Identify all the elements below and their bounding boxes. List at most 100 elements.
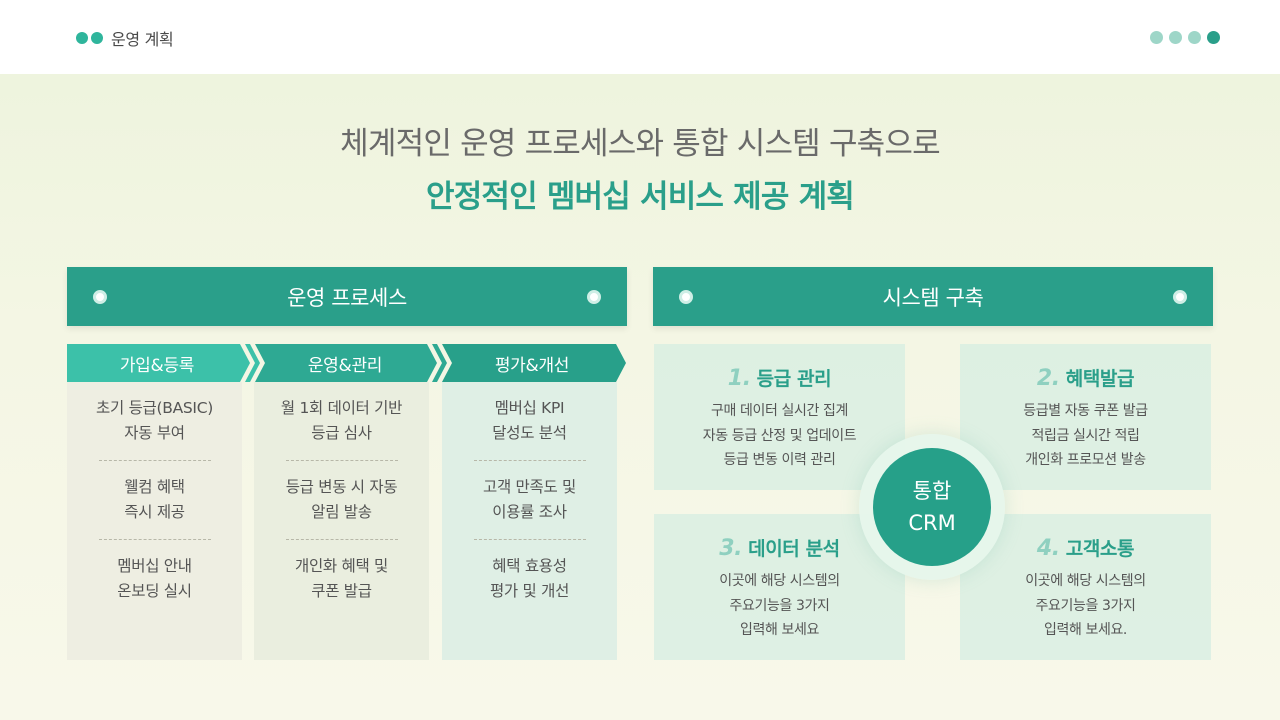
step-arrow-1 — [67, 344, 250, 382]
ring-icon — [1173, 290, 1187, 304]
card-title: 3.데이터 분석 — [654, 534, 905, 561]
step-item-line: 월 1회 데이터 기반 — [280, 399, 403, 417]
page-dot — [1188, 31, 1201, 44]
system-header: 시스템 구축 — [653, 267, 1213, 326]
card-line: 등급 변동 이력 관리 — [723, 452, 836, 468]
card-line: 이곳에 해당 시스템의 — [1025, 573, 1146, 589]
step-label-2: 운영&관리 — [307, 355, 383, 376]
step-item-line: 멤버십 안내 — [117, 557, 192, 575]
page-dot-active — [1207, 31, 1220, 44]
card-title-text: 데이터 분석 — [748, 538, 840, 560]
headline-line1: 체계적인 운영 프로세스와 통합 시스템 구축으로 — [340, 126, 940, 162]
crm-line2: CRM — [908, 511, 956, 535]
system-title: 시스템 구축 — [882, 285, 984, 310]
step-item-line: 평가 및 개선 — [489, 582, 570, 600]
ring-icon — [93, 290, 107, 304]
ring-icon — [679, 290, 693, 304]
step-item-line: 웰컴 혜택 — [124, 478, 185, 496]
item-divider — [473, 460, 586, 461]
card-line: 이곳에 해당 시스템의 — [719, 573, 840, 589]
card-title-text: 고객소통 — [1065, 538, 1135, 560]
card-line: 자동 등급 산정 및 업데이트 — [702, 427, 857, 444]
brand-dots-icon — [76, 32, 103, 44]
card-line: 주요기능을 3가지 — [1035, 597, 1136, 614]
headline: 체계적인 운영 프로세스와 통합 시스템 구축으로 안정적인 멤버십 서비스 제… — [0, 118, 1280, 216]
card-title: 1.등급 관리 — [654, 364, 905, 391]
top-bar: 운영 계획 — [0, 0, 1280, 74]
step-item-line: 등급 변동 시 자동 — [285, 478, 398, 496]
step-chevron-2 — [432, 344, 447, 382]
page-dot — [1169, 31, 1182, 44]
headline-line2: 안정적인 멤버십 서비스 제공 계획 — [425, 179, 855, 215]
step-item-line: 쿠폰 발급 — [311, 582, 372, 600]
step-item-line: 초기 등급(BASIC) — [96, 399, 213, 417]
section-label: 운영 계획 — [76, 26, 174, 50]
card-number: 1. — [727, 366, 751, 391]
ring-icon — [587, 290, 601, 304]
step-label-3: 평가&개선 — [494, 355, 570, 376]
card-number: 2. — [1036, 366, 1060, 391]
section-title: 운영 계획 — [111, 30, 174, 49]
step-label-1: 가입&등록 — [119, 355, 195, 376]
card-title-text: 혜택발급 — [1065, 368, 1135, 390]
process-header: 운영 프로세스 — [67, 267, 627, 326]
item-divider — [285, 539, 398, 540]
item-divider — [473, 539, 586, 540]
item-divider — [285, 460, 398, 461]
step-item-line: 혜택 효용성 — [492, 557, 567, 575]
step-chevron-1 — [245, 344, 260, 382]
step-item-line: 자동 부여 — [124, 424, 185, 442]
step-item-line: 고객 만족도 및 — [482, 478, 576, 496]
step-item-line: 알림 발송 — [311, 503, 372, 521]
step-item-line: 이용률 조사 — [492, 503, 567, 521]
card-number: 4. — [1036, 536, 1060, 561]
crm-line1: 통합 — [912, 479, 952, 503]
step-item-line: 온보딩 실시 — [117, 582, 192, 600]
step-item: 초기 등급(BASIC) 자동 부여 — [84, 382, 226, 460]
step-item: 멤버십 KPI 달성도 분석 — [459, 382, 601, 460]
process-title: 운영 프로세스 — [287, 285, 407, 310]
card-title: 2.혜택발급 — [960, 364, 1211, 391]
card-number: 3. — [719, 536, 743, 561]
card-line: 등급별 자동 쿠폰 발급 — [1023, 403, 1148, 419]
card-title-text: 등급 관리 — [756, 368, 832, 390]
item-divider — [98, 539, 211, 540]
card-line: 구매 데이터 실시간 집계 — [711, 403, 848, 419]
page-dot — [1150, 31, 1163, 44]
step-item-line: 달성도 분석 — [492, 424, 567, 442]
card-line: 입력해 보세요 — [740, 622, 819, 638]
item-divider — [98, 460, 211, 461]
step-item-line: 등급 심사 — [311, 424, 372, 442]
step-arrows — [67, 344, 626, 382]
crm-hub: 통합 CRM — [873, 448, 991, 566]
step-item-line: 즉시 제공 — [124, 503, 185, 521]
card-line: 입력해 보세요. — [1044, 622, 1127, 638]
step-item-line: 멤버십 KPI — [494, 399, 565, 417]
step-item-line: 개인화 혜택 및 — [294, 557, 388, 575]
card-line: 주요기능을 3가지 — [729, 597, 830, 614]
page-indicator — [1150, 31, 1220, 44]
step-arrow-2 — [255, 344, 437, 382]
card-title: 4.고객소통 — [960, 534, 1211, 561]
card-line: 개인화 프로모션 발송 — [1025, 452, 1146, 468]
card-line: 적립금 실시간 적립 — [1031, 427, 1140, 444]
step-arrow-3 — [442, 344, 626, 382]
